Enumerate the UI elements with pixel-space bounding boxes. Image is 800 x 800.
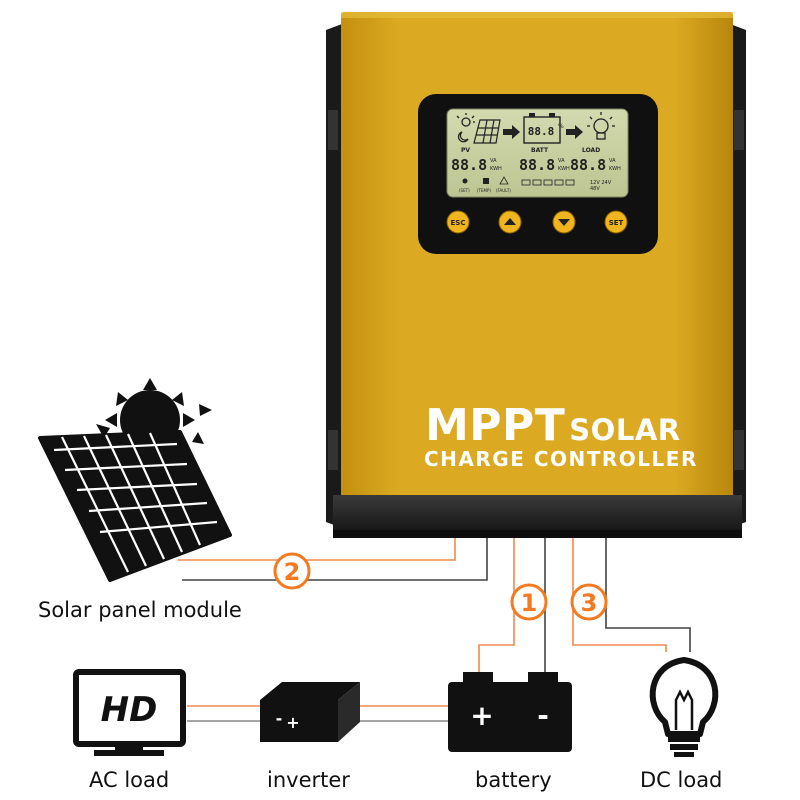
panel-frame [38,430,232,582]
label-dc-load: DC load [640,768,723,792]
esc-button[interactable]: ESC [446,210,470,234]
marker-1-label: 1 [521,589,538,617]
inverter-icon: + - [260,682,360,742]
lcd-voltage-top: 12V 24V [590,180,612,186]
battery-minus: - [537,699,549,732]
light-bulb-icon [649,657,719,757]
lcd-load-unit-top: VA [609,158,616,164]
up-arrow-icon [504,218,516,225]
lcd-arrow-2 [566,125,583,139]
wiring [178,538,691,722]
up-button[interactable] [498,210,522,234]
device-title-solar: SOLAR [569,413,681,447]
solar-panel-icon [38,378,232,582]
lcd-load-label: LOAD [582,147,600,154]
panel-cells [53,432,218,573]
lcd-pct: % [558,123,564,130]
lcd-pv-label: PV [461,147,470,154]
lcd-arrow-1 [503,125,520,139]
lcd-voltage-bottom: 48V [590,186,600,192]
set-button[interactable]: SET [604,210,628,234]
down-arrow-icon [558,219,570,226]
lcd-status-fault: (FAULT) [496,188,511,193]
marker-2-label: 2 [284,558,301,586]
tv-icon: HD [73,669,186,756]
lcd-status-temp: (TEMP) [477,188,491,193]
tv-hd-text: HD [101,690,158,730]
dcload-wire-gray [605,538,691,652]
lcd-pv-unit-bottom: KWH [490,166,502,172]
label-battery: battery [475,768,552,792]
solar-wire-orange [178,538,456,561]
dcload-wire-orange [572,538,667,652]
solar-wire-gray [182,538,488,581]
down-button[interactable] [552,210,576,234]
label-inverter: inverter [267,768,350,792]
marker-3: 3 [570,583,608,621]
device-subtitle: CHARGE CONTROLLER [424,447,698,471]
lcd-status-set: (SET) [459,188,470,193]
charge-controller: 88.8 % PV BATT LOAD 88.8 VA KWH 88.8 VA … [326,12,746,538]
lcd-load-unit-bottom: KWH [609,166,621,172]
lcd-batt-icon-value: 88.8 [528,125,555,138]
inverter-minus: - [276,709,283,728]
lcd-battery-icon [523,113,561,144]
lcd-status-icons [462,176,575,186]
lcd-batt-unit-top: VA [558,158,565,164]
device-title-mppt: MPPT [425,400,566,451]
label-solar-panel: Solar panel module [38,598,242,622]
lcd-batt-unit-bottom: KWH [558,166,570,172]
marker-3-label: 3 [581,589,598,617]
label-ac-load: AC load [89,768,170,792]
inverter-plus: + [286,713,299,732]
lcd-batt-label: BATT [531,147,549,154]
sun-moon-icon [456,113,475,143]
lcd-panel-icon [473,119,501,144]
battery-wire-orange [478,538,515,672]
lcd-pv-value: 88.8 [451,156,487,174]
marker-1: 1 [510,583,548,621]
set-button-label: SET [609,219,624,227]
marker-2: 2 [273,552,311,590]
battery-icon: + - [448,672,572,752]
lcd-batt-value: 88.8 [519,156,555,174]
battery-plus: + [470,699,493,732]
lcd-load-value: 88.8 [570,156,606,174]
lcd-pv-unit-top: VA [490,158,497,164]
esc-button-label: ESC [451,219,466,227]
lcd-bulb-icon [587,112,615,140]
